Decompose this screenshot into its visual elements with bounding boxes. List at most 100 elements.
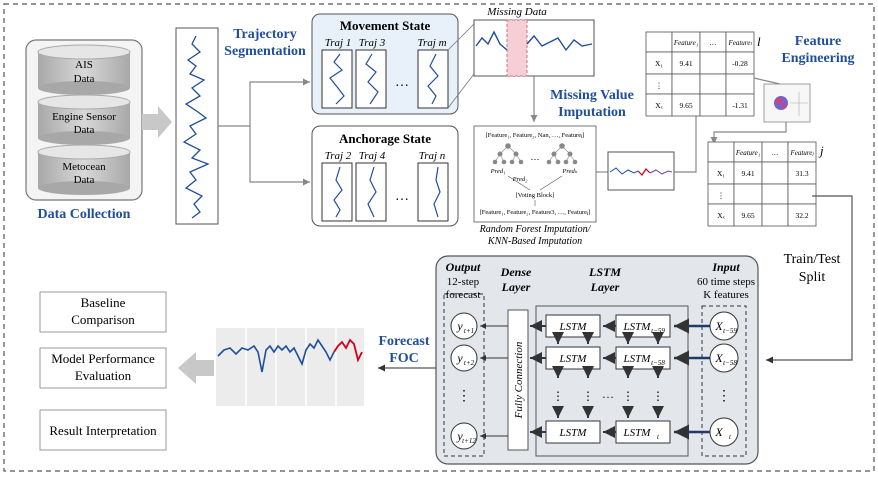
anchorage-traj4: Traj 4 — [359, 150, 386, 162]
tree-icon — [492, 143, 524, 165]
rf-caption-line2: KNN-Based Imputation — [487, 236, 582, 247]
random-forest-panel: [Feature₁, Feature₂, Nan, …, Featureⱼ] …… — [473, 125, 597, 223]
feature-engineering-icon — [763, 83, 811, 123]
tree-icon — [546, 143, 578, 165]
table-header: Feature₁ — [673, 39, 698, 47]
anchorage-title: Anchorage State — [339, 131, 431, 146]
table-cell — [671, 73, 701, 95]
missing-title-line1: Missing Value — [550, 88, 634, 103]
missing-gap-highlight — [506, 19, 528, 77]
cylinder-icon — [37, 144, 131, 195]
raw-series-box — [175, 27, 219, 225]
result-baseline-line1: Baseline — [81, 295, 126, 310]
traj-line — [367, 166, 377, 218]
source-metocean-line1: Metocean — [62, 161, 106, 173]
table-cell — [761, 203, 789, 227]
source-engine-line1: Engine Sensor — [52, 111, 116, 123]
cylinder-icon — [37, 94, 131, 145]
lstm-cell-subscript: t−59 — [651, 327, 665, 335]
rf-vote-line — [507, 175, 531, 191]
table-cell — [645, 31, 673, 53]
table-value: ⋮ — [717, 191, 725, 200]
rf-pred1: Pred₁ — [490, 168, 506, 175]
table-cell — [787, 183, 817, 205]
table-cell — [725, 93, 755, 117]
output-column — [443, 293, 485, 457]
traj-box — [417, 49, 449, 109]
rf-voting: [Voting Block] — [516, 192, 555, 199]
segmentation-line2: Segmentation — [224, 44, 306, 59]
anchorage-state-panel: Anchorage State Traj 2 Traj 4 Traj n … — [311, 125, 459, 227]
forecast-predicted-line — [333, 338, 363, 363]
split-line1: Train/Test — [784, 252, 841, 267]
table-l-dim: l — [757, 34, 761, 49]
output-line2: forecast — [446, 289, 481, 301]
lstm-line1: LSTM — [588, 265, 621, 279]
lstm-cell-label: LSTM — [559, 321, 588, 333]
big-arrow-right — [142, 106, 172, 138]
forecast-line1: Forecast — [378, 334, 429, 349]
table-value: 9.41 — [679, 59, 692, 68]
lstm-cell-label: LSTM — [623, 353, 652, 365]
missing-data-label: Missing Data — [486, 6, 547, 18]
input-node — [709, 343, 739, 373]
data-collection-group: AIS Data Engine Sensor Data Metocean Dat… — [25, 39, 143, 222]
movement-trajm: Traj m — [417, 37, 446, 49]
table-cell — [707, 141, 735, 163]
output-node — [450, 344, 478, 372]
input-subscript: t−59 — [723, 327, 737, 335]
big-arrow-left — [178, 352, 214, 384]
table-value: 31.3 — [795, 169, 808, 178]
zoom-line — [447, 23, 475, 51]
rf-feature-bottom: [Feature₁, Feature₂, Feature3, …, Featur… — [480, 209, 591, 216]
table-value: -0.28 — [732, 59, 748, 68]
segmentation-line1: Trajectory — [233, 27, 296, 42]
source-ais-line1: AIS — [75, 59, 93, 71]
lstm-cell-label: LSTM — [623, 321, 652, 333]
table-cell — [787, 203, 817, 227]
result-baseline-line2: Comparison — [71, 312, 135, 327]
table-value: -1.31 — [732, 101, 748, 110]
movement-title: Movement State — [340, 18, 431, 33]
anchorage-trajn: Traj n — [419, 150, 446, 162]
traj-line — [427, 53, 439, 105]
output-line1: 12-step — [447, 276, 480, 288]
output-node — [450, 422, 478, 450]
table-value: X₁ — [655, 59, 663, 68]
forecast-line2: FOC — [389, 351, 419, 366]
imputed-series-box — [607, 151, 675, 191]
traj-box — [355, 162, 387, 222]
traj-box — [417, 162, 449, 222]
table-value: 9.41 — [741, 169, 754, 178]
output-node — [450, 312, 478, 340]
table-value: 9.65 — [741, 211, 754, 220]
input-subscript: t−58 — [723, 359, 737, 367]
connector-to-model — [766, 195, 853, 364]
table-value: Xₓ — [655, 101, 663, 110]
rf-predk: Predₖ — [561, 168, 577, 175]
dense-box — [507, 309, 529, 451]
input-node — [709, 311, 739, 341]
connector-to-anchorage — [249, 126, 310, 186]
result-performance-line2: Evaluation — [75, 368, 132, 383]
connector-to-table-j — [710, 122, 787, 144]
anchorage-dots: … — [395, 189, 409, 204]
movement-traj1: Traj 1 — [325, 37, 352, 49]
anchorage-traj2: Traj 2 — [325, 150, 352, 162]
input-label: X — [714, 425, 723, 439]
result-box — [39, 409, 167, 451]
feature-eng-line2: Engineering — [781, 51, 854, 66]
lstm-cell-subscript: t−58 — [651, 359, 665, 367]
lstm-frame — [535, 305, 689, 457]
input-label: X — [714, 351, 723, 365]
rf-dots: … — [531, 152, 540, 162]
input-column — [701, 305, 747, 457]
dense-line2: Layer — [501, 280, 531, 294]
imputed-line-filled — [637, 168, 651, 176]
zoom-line — [447, 73, 475, 109]
outer-frame — [3, 3, 875, 472]
table-value: ⋮ — [655, 81, 663, 90]
series-after-gap — [526, 34, 593, 52]
